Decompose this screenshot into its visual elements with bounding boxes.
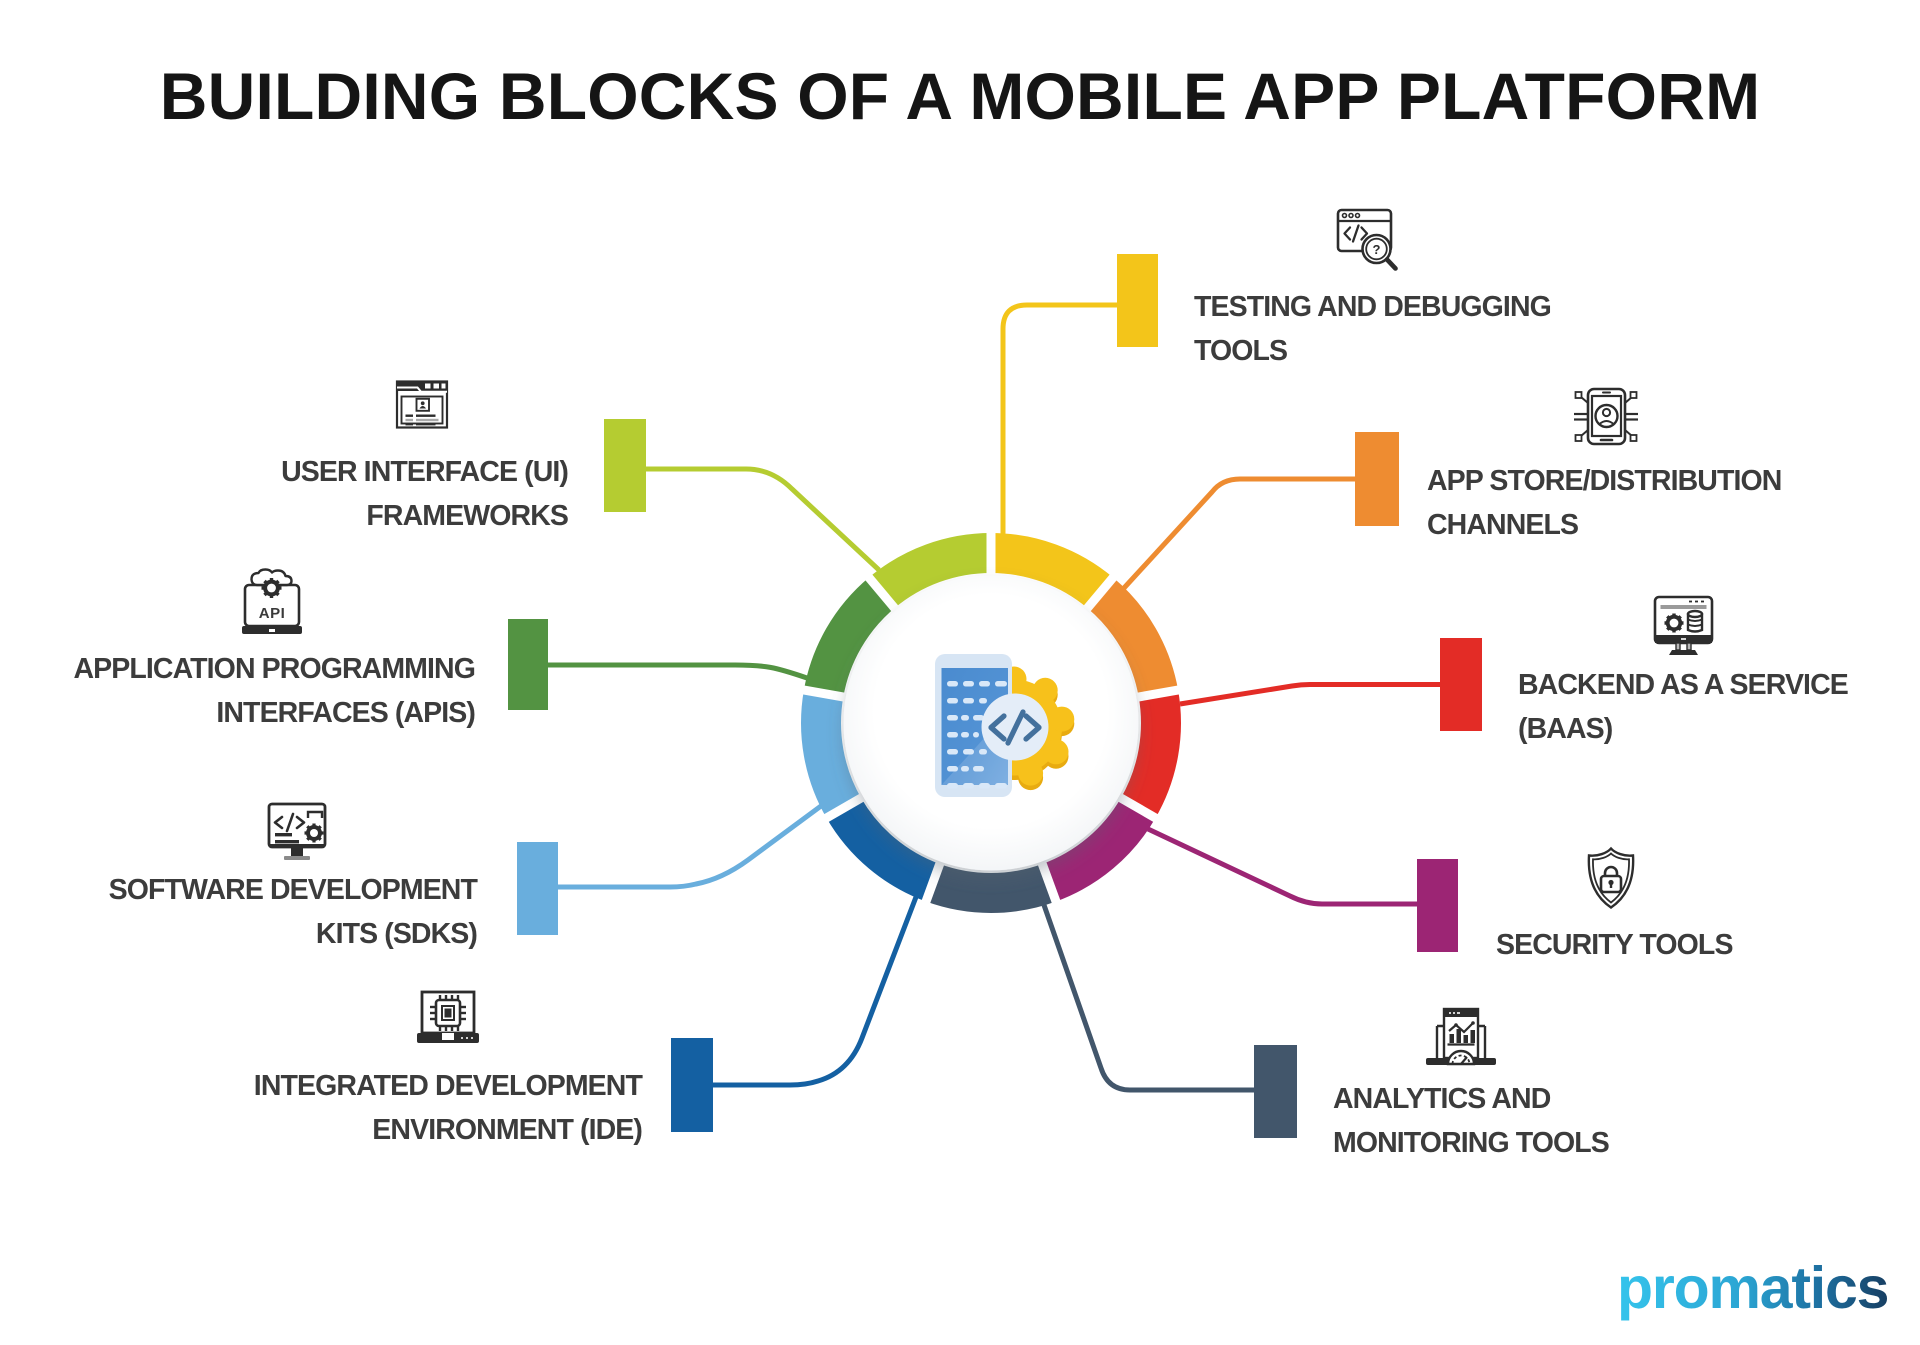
svg-text:API: API	[259, 605, 286, 622]
svg-text:?: ?	[1373, 242, 1381, 257]
